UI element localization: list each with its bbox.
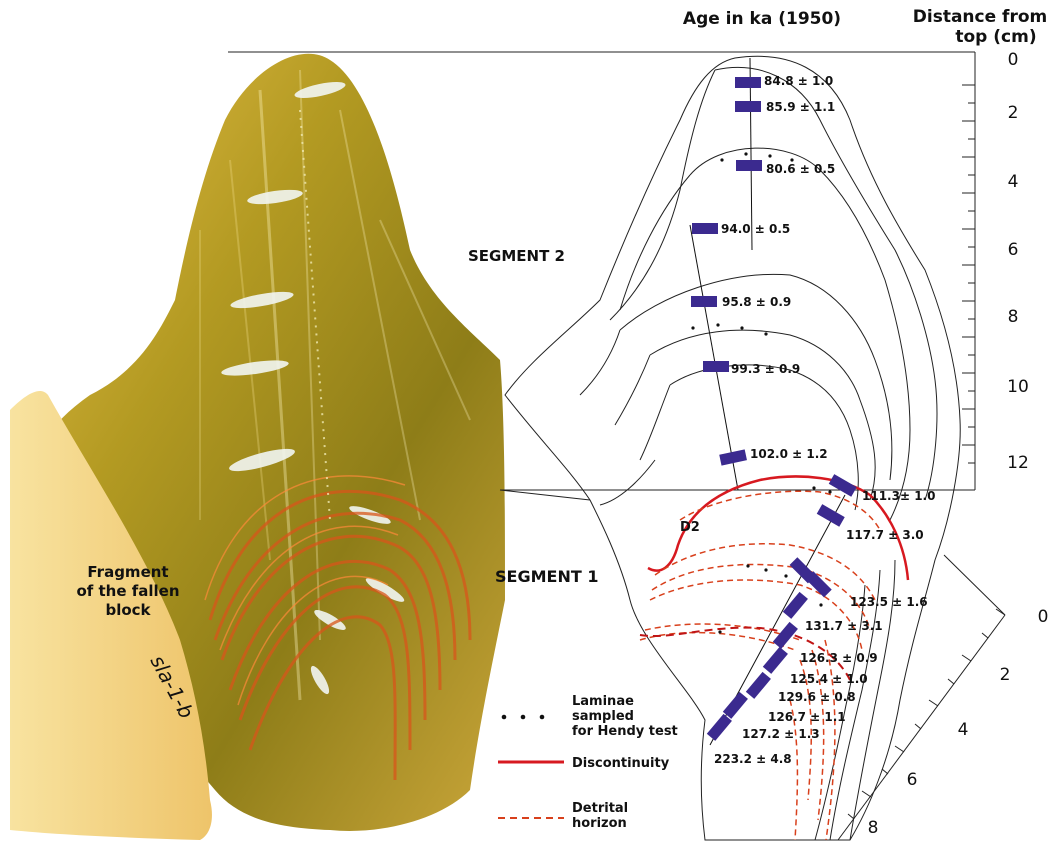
legend-detrital-line2: horizon: [572, 816, 627, 831]
legend-laminae-line2: sampled: [572, 709, 634, 724]
upper-scale-ticks: [962, 84, 975, 464]
age-label-2: 85.9 ± 1.1: [766, 100, 835, 114]
d2-label: D2: [680, 520, 700, 535]
legend-laminae-line3: for Hendy test: [572, 724, 678, 739]
age-label-4: 94.0 ± 0.5: [721, 222, 790, 236]
lower-tick-2: 2: [1000, 665, 1011, 685]
fragment-label-line2: of the fallen: [76, 582, 179, 600]
legend: Laminae sampled for Hendy test Discontin…: [498, 694, 678, 831]
age-label-15: 126.7 ± 1.1: [768, 710, 846, 724]
discontinuity-line: [647, 475, 910, 581]
upper-scale-labels: 0 2 4 6 8 10 12: [1007, 50, 1029, 473]
legend-discontinuity: Discontinuity: [572, 756, 670, 771]
upper-tick-4: 4: [1008, 172, 1019, 192]
age-label-5: 95.8 ± 0.9: [722, 295, 791, 309]
upper-tick-12: 12: [1007, 453, 1029, 473]
age-label-13: 125.4 ± 1.0: [790, 672, 868, 686]
schematic-outline: [499, 55, 961, 841]
detrital-horizons: [639, 490, 881, 841]
lower-scale: 0 2 4 6 8: [837, 554, 1049, 841]
legend-laminae-line1: Laminae: [572, 694, 634, 709]
upper-tick-6: 6: [1008, 240, 1019, 260]
legend-detrital-line1: Detrital: [572, 801, 628, 816]
age-labels: 84.8 ± 1.0 85.9 ± 1.1 80.6 ± 0.5 94.0 ± …: [714, 74, 935, 766]
age-label-14: 129.6 ± 0.8: [778, 690, 856, 704]
lower-tick-6: 6: [907, 770, 918, 790]
distance-title-line2: top (cm): [955, 27, 1036, 47]
segment-2-label: SEGMENT 2: [468, 247, 565, 265]
main-detrital-horizon: [639, 626, 851, 681]
age-label-11: 131.7 ± 3.1: [805, 619, 883, 633]
legend-laminae-swatch: [501, 714, 545, 720]
age-label-6: 99.3 ± 0.9: [731, 362, 800, 376]
upper-tick-2: 2: [1008, 103, 1019, 123]
fragment-label-line1: Fragment: [87, 563, 168, 581]
hendy-laminae-dots: [691, 152, 832, 634]
stalagmite-photo: [10, 53, 505, 840]
lower-tick-8: 8: [868, 818, 879, 838]
lower-tick-0: 0: [1038, 607, 1049, 627]
fallen-block-fragment: [10, 390, 212, 840]
age-label-12: 126.3 ± 0.9: [800, 651, 878, 665]
age-axis-title: Age in ka (1950): [683, 9, 841, 29]
age-label-16: 127.2 ± 1.3: [742, 727, 820, 741]
sample-bars: [691, 77, 857, 741]
upper-tick-0: 0: [1008, 50, 1019, 70]
age-label-10: 123.5 ± 1.6: [850, 595, 928, 609]
age-label-7: 102.0 ± 1.2: [750, 447, 828, 461]
upper-tick-10: 10: [1007, 377, 1029, 397]
age-label-8: 111.3± 1.0: [862, 489, 935, 503]
upper-tick-8: 8: [1008, 307, 1019, 327]
distance-title-line1: Distance from: [913, 7, 1047, 27]
age-label-3: 80.6 ± 0.5: [766, 162, 835, 176]
lower-tick-4: 4: [958, 720, 969, 740]
segment-1-label: SEGMENT 1: [495, 567, 598, 586]
age-label-9: 117.7 ± 3.0: [846, 528, 924, 542]
age-label-1: 84.8 ± 1.0: [764, 74, 833, 88]
fragment-label-line3: block: [105, 601, 151, 619]
age-label-17: 223.2 ± 4.8: [714, 752, 792, 766]
